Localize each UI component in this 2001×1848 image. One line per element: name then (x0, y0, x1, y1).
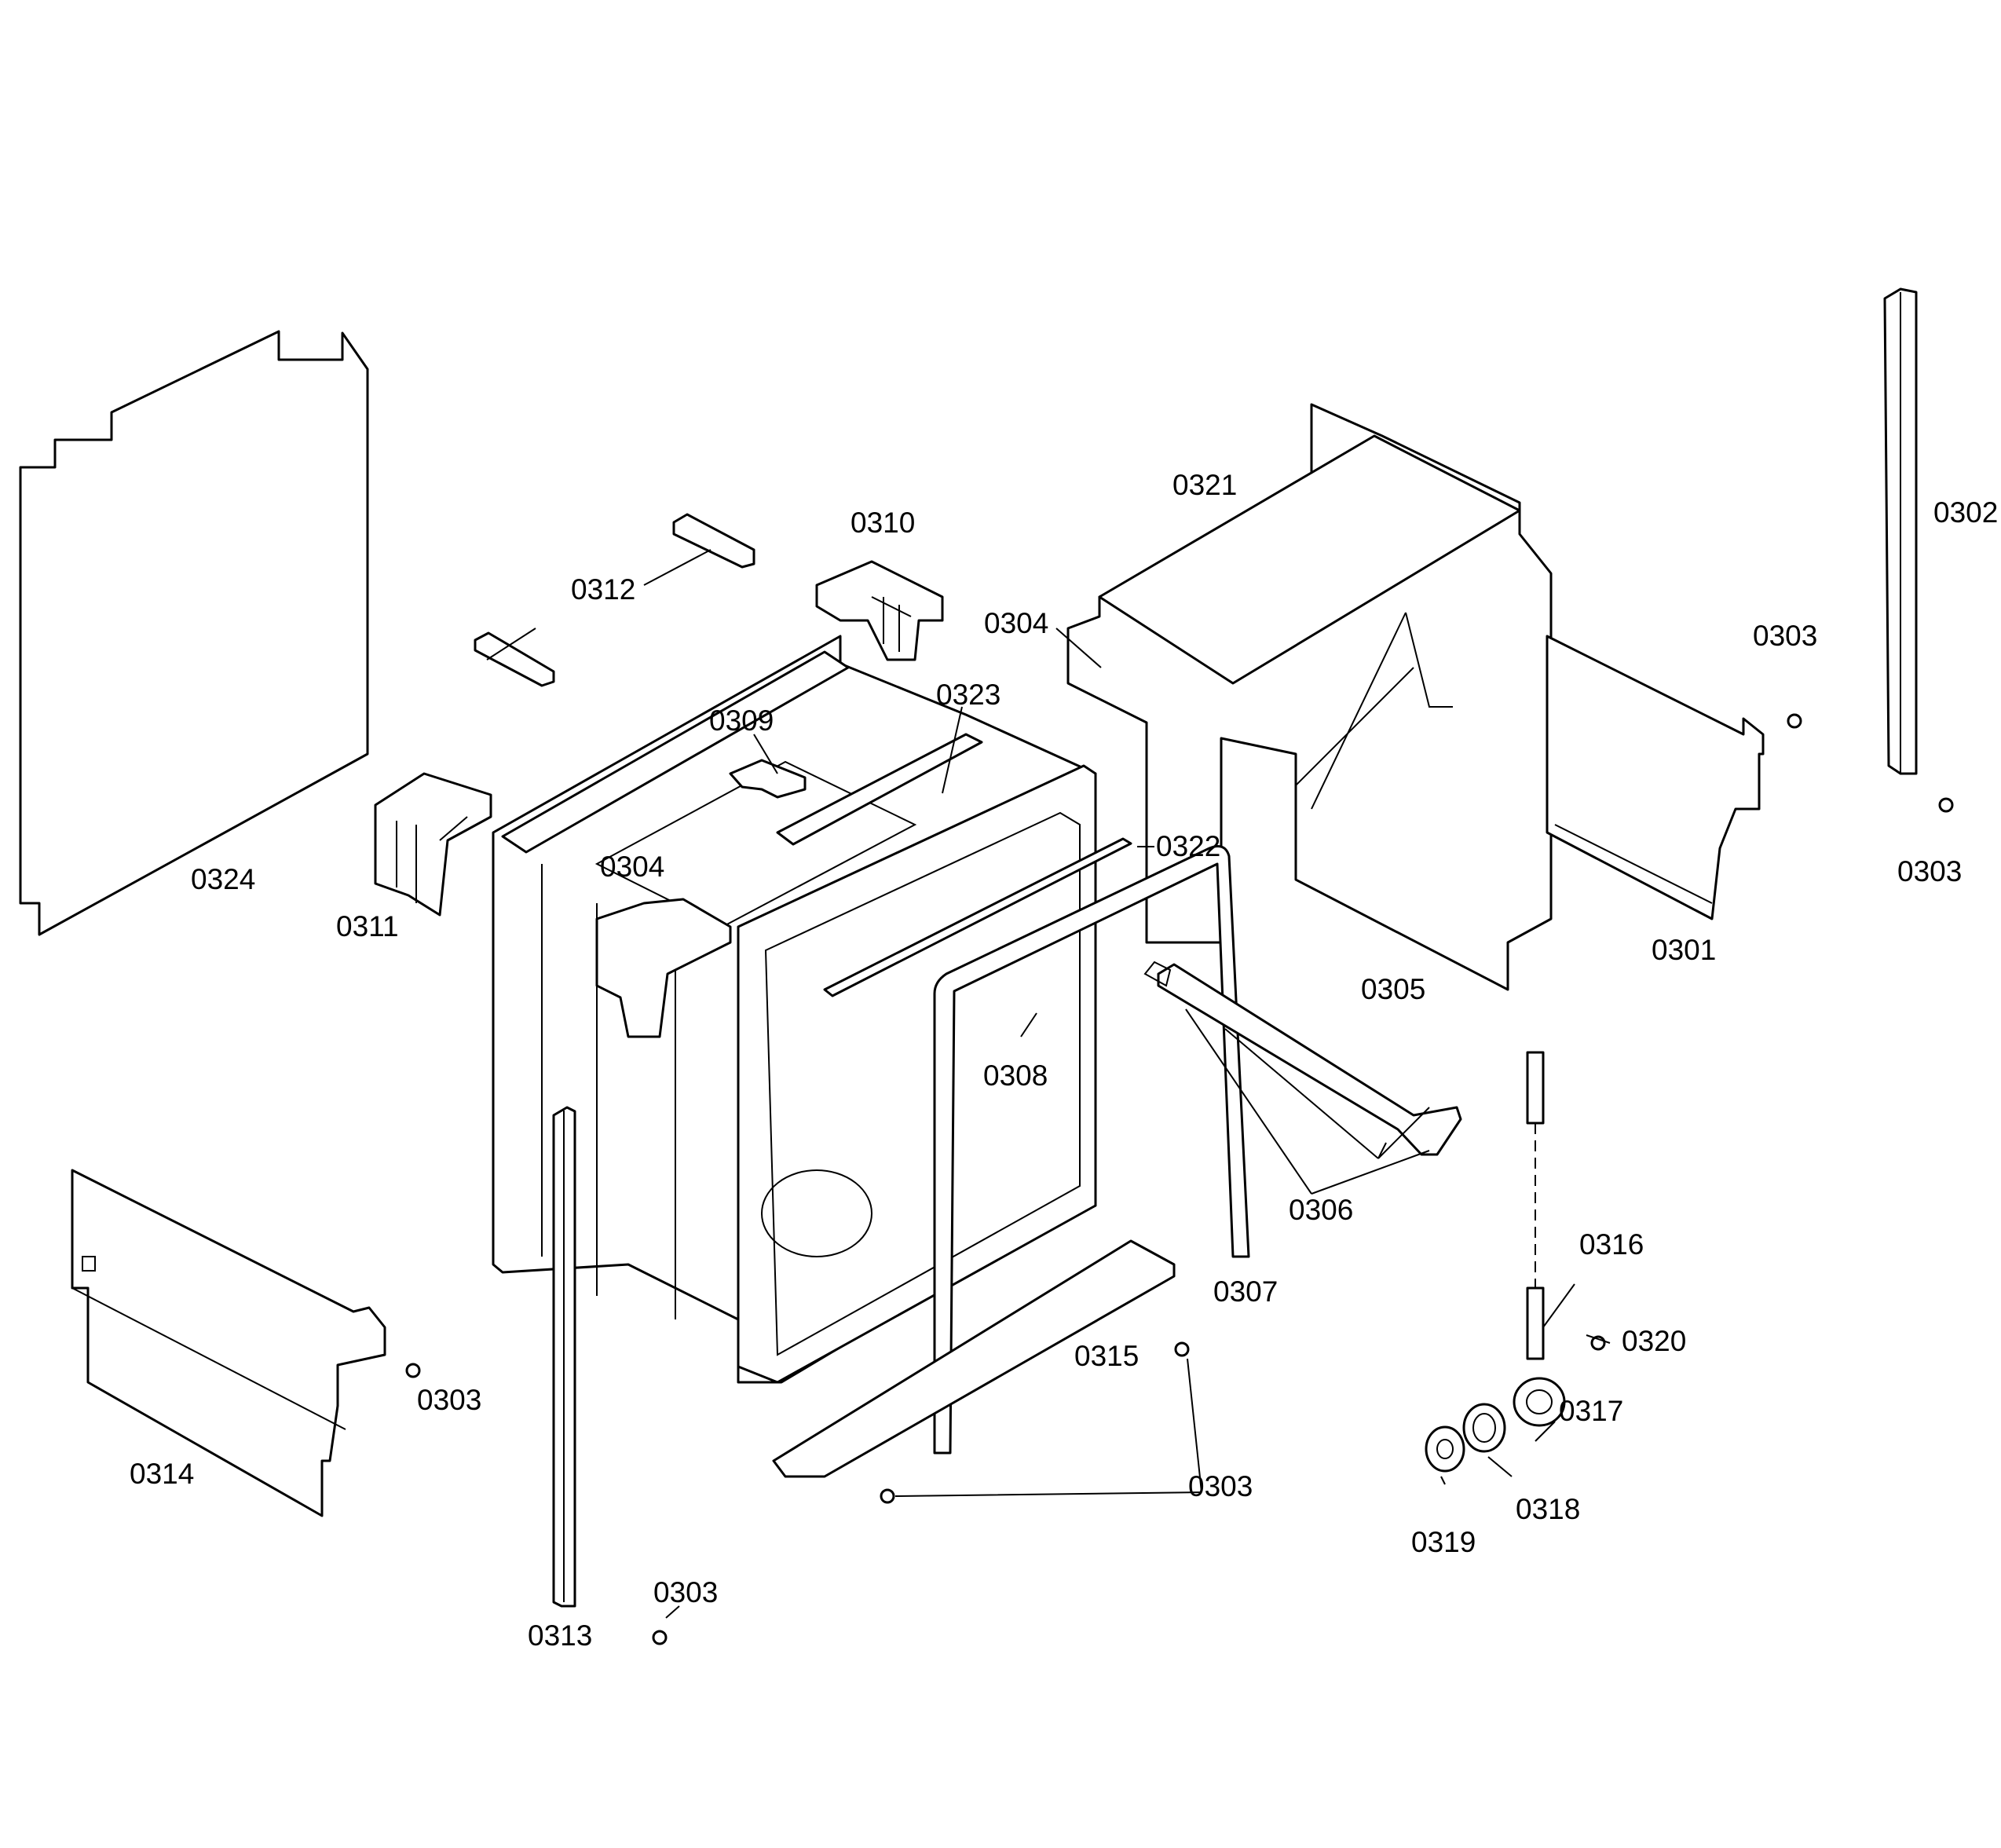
part-0304-bracket (595, 898, 732, 1038)
part-0317-fitting (1513, 1377, 1566, 1427)
callout-0308: 0308 (983, 1059, 1048, 1092)
callout-0301: 0301 (1652, 934, 1716, 966)
callout-0321: 0321 (1172, 469, 1237, 501)
part-0322-rail (823, 837, 1132, 997)
callout-0303-bottom: 0303 (1188, 1470, 1253, 1502)
callout-0306: 0306 (1289, 1194, 1353, 1226)
part-0311-mount (374, 772, 492, 917)
callout-labels: 0302 0321 0310 0312 0304 0303 0323 0309 … (130, 469, 1998, 1652)
callout-0319: 0319 (1411, 1526, 1476, 1558)
callout-0307: 0307 (1213, 1275, 1278, 1308)
callout-0322: 0322 (1156, 830, 1220, 862)
callout-0303-screw: 0303 (653, 1576, 718, 1608)
part-0316-hose (1526, 1051, 1545, 1360)
callout-0309: 0309 (709, 704, 774, 737)
part-0314-panel (71, 1169, 386, 1517)
part-0301-panel (1546, 635, 1765, 920)
part-0319-cap (1425, 1425, 1465, 1473)
callout-0320: 0320 (1622, 1325, 1686, 1357)
callout-0324: 0324 (191, 863, 255, 895)
callout-0303-right-2: 0303 (1897, 855, 1962, 887)
part-0310-mount (815, 560, 944, 661)
callout-0303-left: 0303 (417, 1384, 481, 1416)
callout-0310: 0310 (851, 507, 915, 539)
part-0307-gasket (933, 845, 1250, 1455)
part-0324-side-panel (19, 330, 369, 936)
callout-0313: 0313 (528, 1619, 592, 1652)
part-0321-shell (1066, 403, 1553, 991)
part-0318-ring (1462, 1403, 1506, 1453)
callout-0315: 0315 (1074, 1340, 1139, 1372)
leader-lines (486, 549, 1611, 1619)
part-tub-body (492, 635, 1097, 1384)
callout-0312: 0312 (571, 573, 635, 606)
callout-0317: 0317 (1559, 1395, 1623, 1427)
callout-0302: 0302 (1933, 496, 1998, 529)
callout-0305: 0305 (1361, 973, 1425, 1005)
callout-0316: 0316 (1579, 1228, 1644, 1261)
part-0309-clip (729, 759, 807, 799)
part-0305-arm (1143, 961, 1462, 1156)
part-0312-brackets (474, 513, 755, 687)
part-0313-rail (552, 1106, 576, 1608)
part-0302-strip (1883, 287, 1918, 775)
callout-0304-top: 0304 (984, 607, 1048, 639)
callout-0304-mid: 0304 (600, 851, 664, 883)
part-0315-strip (772, 1239, 1176, 1478)
callout-0318: 0318 (1516, 1493, 1580, 1525)
callout-0311: 0311 (336, 910, 399, 942)
callout-0303-right-1: 0303 (1753, 620, 1817, 652)
callout-0314: 0314 (130, 1458, 194, 1490)
callout-0323: 0323 (936, 679, 1000, 711)
